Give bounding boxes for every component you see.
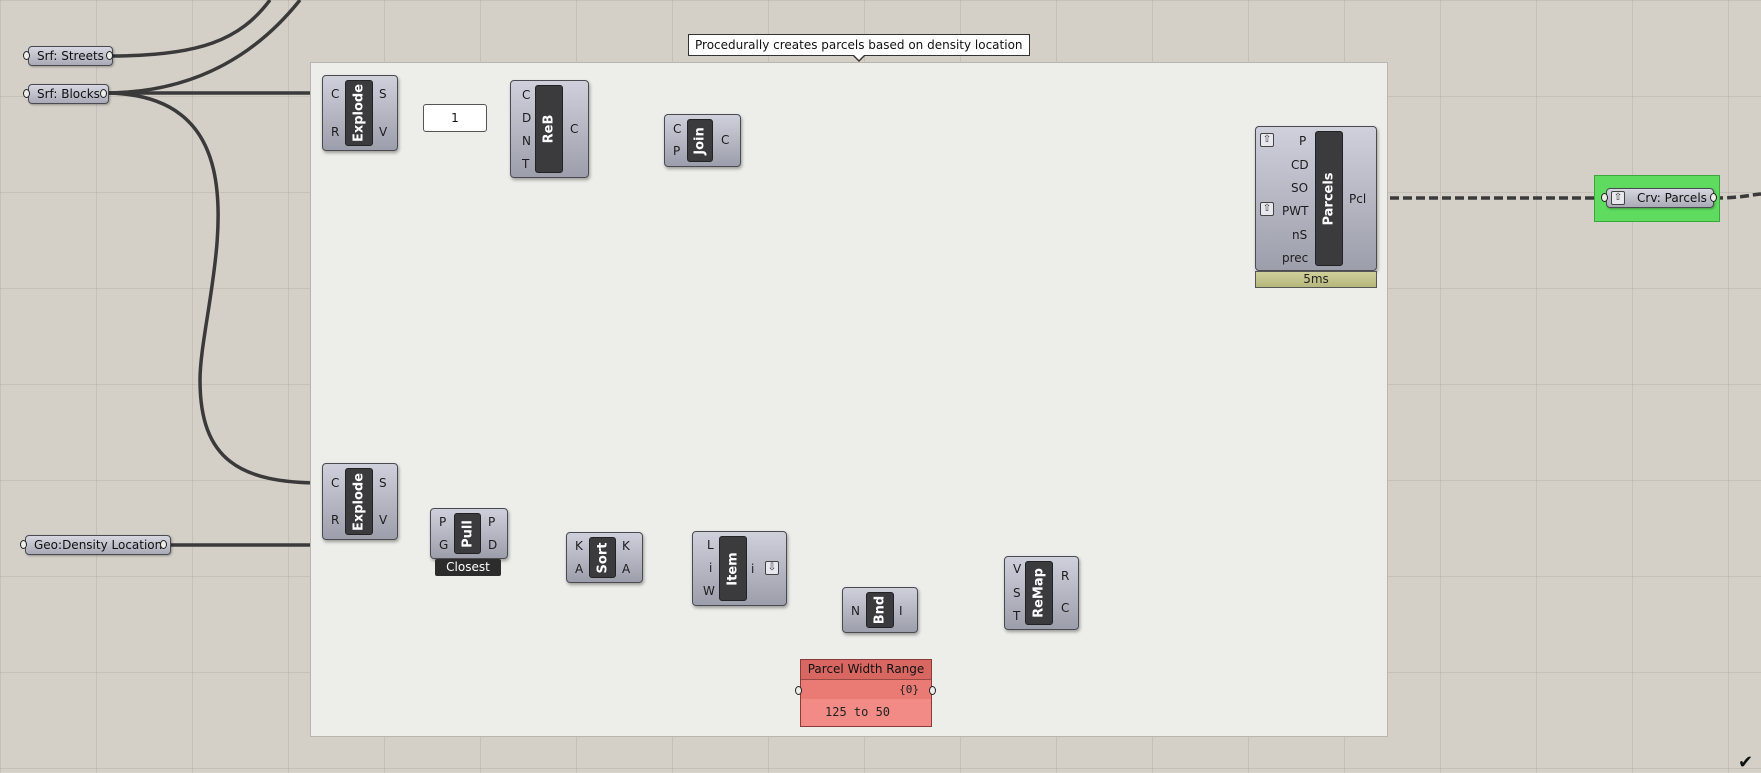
parcels-input-cd[interactable]: CD	[1291, 158, 1309, 172]
bnd-output-i[interactable]: I	[899, 604, 903, 618]
crv-parcels-input-grip[interactable]	[1601, 193, 1608, 202]
panel-value: 125 to 50	[825, 705, 891, 719]
reb-input-c[interactable]: C	[522, 88, 531, 102]
sort-component[interactable]: K A Sort K A	[566, 532, 643, 583]
explode-output-v[interactable]: V	[379, 513, 388, 527]
reb-output-c[interactable]: C	[570, 122, 579, 136]
remap-input-s[interactable]: S	[1013, 586, 1021, 600]
reb-component[interactable]: C D N T ReB C	[510, 80, 589, 178]
bnd-core[interactable]: Bnd	[866, 592, 894, 628]
parcels-input-pwt[interactable]: PWT	[1282, 204, 1309, 218]
bnd-input-n[interactable]: N	[851, 604, 860, 618]
up-arrow-icon: ⇧	[1260, 133, 1274, 147]
check-icon: ✔	[1738, 752, 1754, 773]
join-input-p[interactable]: P	[673, 144, 681, 158]
parcel-width-range-panel[interactable]: Parcel Width Range {0} 125 to 50	[800, 659, 932, 727]
srf-streets-input-grip[interactable]	[23, 51, 30, 60]
bnd-component[interactable]: N Bnd I	[842, 587, 918, 633]
srf-streets-param[interactable]: Srf: Streets	[28, 46, 113, 66]
reb-input-d[interactable]: D	[522, 111, 532, 125]
item-input-l[interactable]: L	[707, 538, 714, 552]
pull-core[interactable]: Pull	[454, 513, 481, 554]
explode-input-r[interactable]: R	[331, 513, 340, 527]
pull-mode-label: Closest	[435, 559, 501, 576]
remap-input-v[interactable]: V	[1013, 562, 1022, 576]
geo-density-param[interactable]: Geo:Density Location	[25, 535, 172, 555]
pull-component[interactable]: P G Pull P D	[430, 508, 508, 559]
pull-input-g[interactable]: G	[439, 538, 449, 552]
parcels-input-p[interactable]: P	[1299, 134, 1307, 148]
remap-output-c[interactable]: C	[1061, 601, 1070, 615]
item-component[interactable]: L i W Item i ⇩	[692, 531, 787, 606]
remap-input-t[interactable]: T	[1013, 609, 1021, 623]
sort-output-k[interactable]: K	[622, 539, 630, 553]
explode-input-c[interactable]: C	[331, 87, 340, 101]
sort-output-a[interactable]: A	[622, 562, 631, 576]
explode-core[interactable]: Explode	[345, 80, 373, 146]
down-arrow-icon: ⇩	[765, 561, 779, 575]
parcels-timing-badge: 5ms	[1255, 271, 1377, 288]
sort-input-a[interactable]: A	[575, 562, 584, 576]
pull-output-p[interactable]: P	[488, 515, 496, 529]
wire-blocks-explode2	[103, 91, 323, 485]
panel-data-path: {0}	[801, 680, 931, 699]
srf-blocks-param[interactable]: Srf: Blocks	[28, 84, 109, 104]
explode-component-bottom[interactable]: C R Explode S V	[322, 463, 398, 540]
pull-input-p[interactable]: P	[439, 515, 447, 529]
item-input-w[interactable]: W	[703, 584, 715, 598]
reb-input-t[interactable]: T	[522, 157, 530, 171]
parcel-group[interactable]	[310, 62, 1388, 737]
join-input-c[interactable]: C	[673, 122, 682, 136]
explode-output-s[interactable]: S	[379, 476, 387, 490]
crv-parcels-output-grip[interactable]	[1710, 193, 1717, 202]
remap-output-r[interactable]: R	[1061, 569, 1070, 583]
geo-density-output-grip[interactable]	[160, 540, 167, 549]
explode-input-r[interactable]: R	[331, 125, 340, 139]
sort-input-k[interactable]: K	[575, 539, 583, 553]
sort-core[interactable]: Sort	[589, 537, 616, 578]
geo-density-input-grip[interactable]	[20, 540, 27, 549]
srf-blocks-output-grip[interactable]	[100, 89, 107, 98]
item-output-i[interactable]: i	[751, 562, 755, 576]
join-component[interactable]: C P Join C	[664, 114, 741, 167]
remap-component[interactable]: V S T ReMap R C	[1004, 556, 1079, 630]
group-note: Procedurally creates parcels based on de…	[688, 34, 1030, 62]
join-output-c[interactable]: C	[721, 133, 730, 147]
parcels-input-so[interactable]: SO	[1291, 181, 1309, 195]
panel-output-grip[interactable]	[929, 686, 936, 695]
explode-input-c[interactable]: C	[331, 476, 340, 490]
explode-core[interactable]: Explode	[345, 468, 373, 535]
parcels-core[interactable]: Parcels	[1315, 131, 1343, 266]
panel-title: Parcel Width Range	[801, 660, 931, 680]
parcels-component[interactable]: ⇧ P CD SO ⇧ PWT nS prec Parcels Pcl	[1255, 126, 1377, 271]
item-core[interactable]: Item	[719, 536, 747, 601]
explode-output-s[interactable]: S	[379, 87, 387, 101]
wire-blocks-top	[103, 0, 302, 95]
parcels-output-pcl[interactable]: Pcl	[1349, 192, 1367, 206]
explode-output-v[interactable]: V	[379, 125, 388, 139]
number-param[interactable]: 1	[423, 104, 487, 132]
up-arrow-icon: ⇧	[1611, 191, 1625, 205]
join-core[interactable]: Join	[687, 119, 713, 162]
item-input-i[interactable]: i	[709, 561, 713, 575]
wire-streets-out	[109, 0, 272, 58]
srf-streets-output-grip[interactable]	[106, 51, 113, 60]
panel-input-grip[interactable]	[795, 686, 802, 695]
pull-output-d[interactable]: D	[488, 538, 498, 552]
parcels-input-prec[interactable]: prec	[1282, 251, 1309, 265]
parcels-input-ns[interactable]: nS	[1292, 228, 1308, 242]
up-arrow-icon: ⇧	[1260, 202, 1274, 216]
reb-input-n[interactable]: N	[522, 134, 531, 148]
remap-core[interactable]: ReMap	[1025, 561, 1053, 625]
srf-blocks-input-grip[interactable]	[23, 89, 30, 98]
wire-output-out	[1713, 192, 1761, 200]
explode-component-top[interactable]: C R Explode S V	[322, 75, 398, 151]
reb-core[interactable]: ReB	[535, 85, 563, 173]
